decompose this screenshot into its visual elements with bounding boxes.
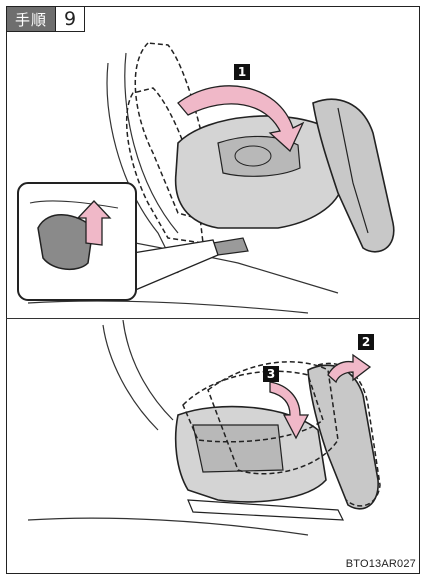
- callout-step-3: 3: [263, 366, 279, 382]
- illustration-bottom: [8, 320, 418, 550]
- lever-inset: [18, 183, 136, 300]
- seat-cushion: [176, 116, 343, 228]
- step-number: 9: [55, 6, 85, 32]
- callout-step-2: 2: [358, 334, 374, 350]
- callout-step-1: 1: [234, 64, 250, 80]
- step-label: 手順: [6, 6, 55, 32]
- illustration-top: [8, 33, 418, 317]
- figure-code: BTO13AR027: [346, 558, 416, 570]
- section-divider: [6, 318, 420, 319]
- step-header: 手順 9: [6, 6, 85, 32]
